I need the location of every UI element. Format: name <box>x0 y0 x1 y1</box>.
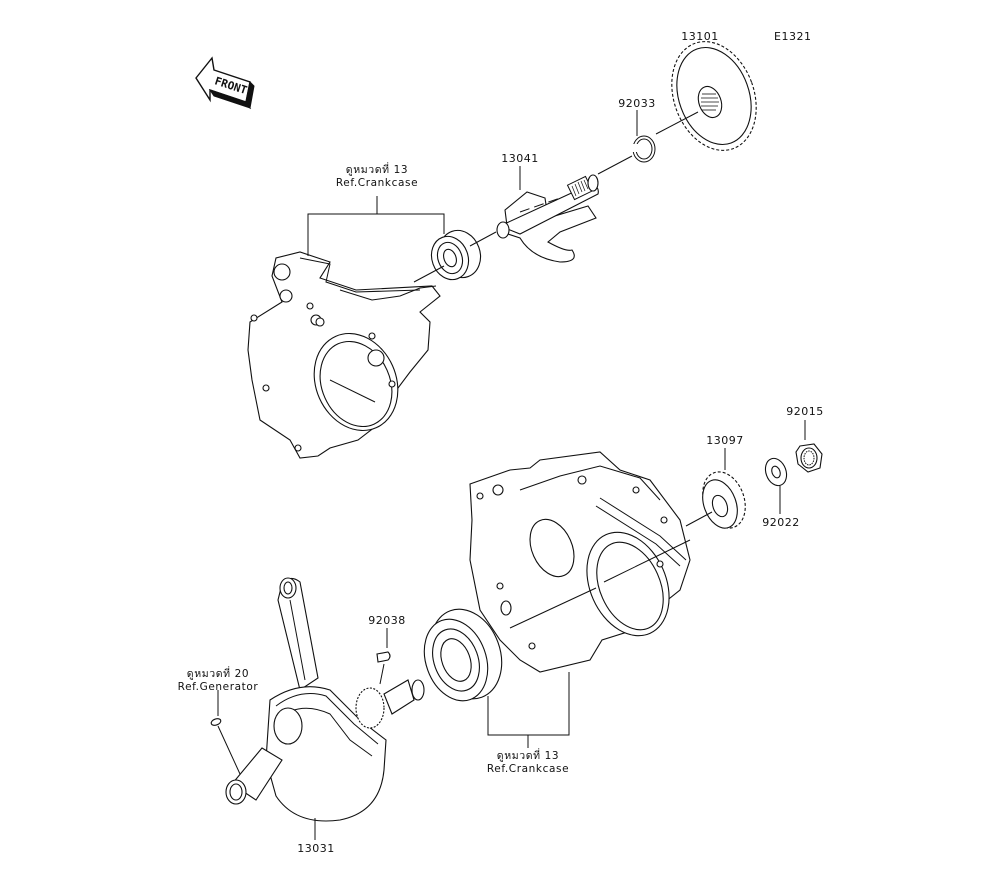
ref-thai: ดูหมวดที่ 13 <box>496 750 560 762</box>
ref-text: Ref.Generator <box>177 681 259 693</box>
ref-thai: ดูหมวดที่ 20 <box>186 668 250 680</box>
part-label-13031[interactable]: 13031 <box>297 842 335 855</box>
ref-bracket-upper <box>307 196 445 256</box>
generator-key <box>210 690 241 775</box>
ref-thai: ดูหมวดที่ 13 <box>345 164 409 176</box>
part-label-13097[interactable]: 13097 <box>706 434 744 447</box>
ref-crankcase-upper[interactable]: ดูหมวดที่ 13 Ref.Crankcase <box>336 164 418 190</box>
part-label-92038[interactable]: 92038 <box>368 614 406 627</box>
washer-92022[interactable] <box>762 455 790 514</box>
ref-text: Ref.Crankcase <box>335 177 419 189</box>
crankcase-left <box>247 251 441 459</box>
balancer-shaft-13041[interactable] <box>496 166 599 263</box>
key-92038[interactable] <box>376 628 391 663</box>
ref-crankcase-lower[interactable]: ดูหมวดที่ 13 Ref.Crankcase <box>487 750 569 776</box>
ref-generator[interactable]: ดูหมวดที่ 20 Ref.Generator <box>178 668 259 694</box>
part-label-92022[interactable]: 92022 <box>762 516 800 529</box>
crankshaft-13031[interactable] <box>225 577 425 822</box>
part-label-13041[interactable]: 13041 <box>501 152 539 165</box>
part-label-13101[interactable]: 13101 <box>681 30 719 43</box>
bearing-lower <box>423 608 503 702</box>
ref-text: Ref.Crankcase <box>486 763 570 775</box>
front-arrow-icon: FRONT <box>195 56 255 110</box>
crankcase-right <box>469 451 691 673</box>
bearing-upper <box>430 229 482 281</box>
nut-92015[interactable] <box>795 420 823 473</box>
circlip-92033[interactable] <box>632 110 656 163</box>
diagram-code: E1321 <box>774 30 812 43</box>
gear-13101[interactable] <box>657 30 770 163</box>
ref-bracket-lower <box>487 672 570 748</box>
gear-13097[interactable] <box>695 448 752 534</box>
part-label-92015[interactable]: 92015 <box>786 405 824 418</box>
part-label-92033[interactable]: 92033 <box>618 97 656 110</box>
